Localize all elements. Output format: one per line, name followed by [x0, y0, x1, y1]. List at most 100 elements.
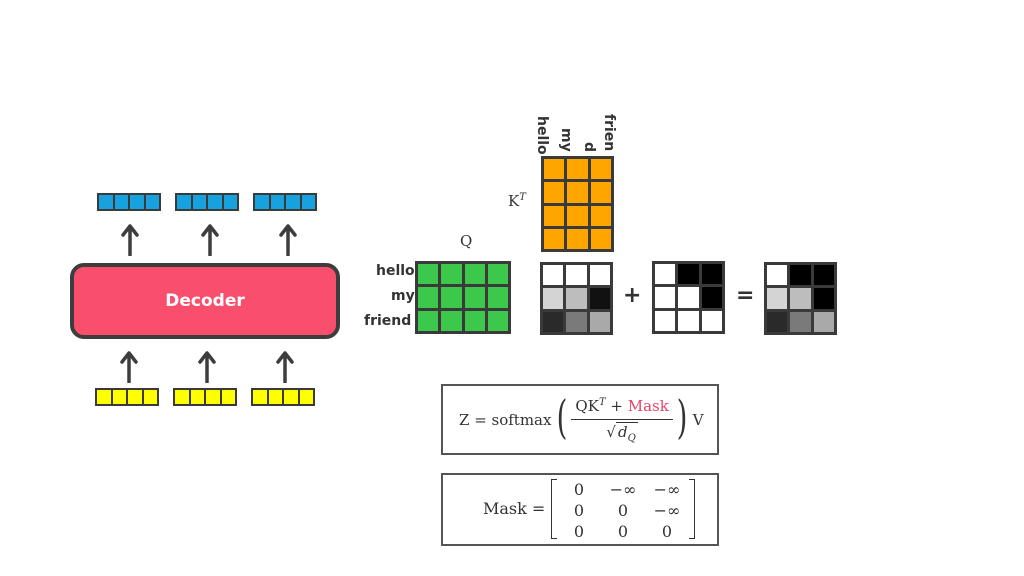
mask-definition-entry: 0: [661, 522, 673, 541]
decoder-label: Decoder: [165, 291, 245, 311]
q-cell: [441, 287, 462, 308]
output-vector-1: [97, 193, 161, 211]
mask-cell: [678, 287, 699, 308]
q-cell: [441, 310, 462, 331]
kt-cell: [590, 182, 611, 203]
q-row-label-my: my: [391, 288, 415, 304]
result-cell: [767, 265, 788, 286]
kt-col-label-hello: hello: [534, 116, 550, 155]
formula-d: d: [617, 422, 628, 441]
kt-cell: [590, 205, 611, 226]
result-cell: [813, 288, 834, 309]
formula-denominator: √dQ: [606, 420, 638, 444]
mask-cell: [701, 310, 722, 331]
formula-d-sub: Q: [627, 432, 636, 444]
kt-cell: [544, 182, 565, 203]
kt-cell: [590, 228, 611, 249]
input-vector-2: [173, 388, 237, 406]
mask-cell: [655, 287, 676, 308]
q-matrix: [415, 261, 511, 334]
mask-definition-entry: 0: [617, 522, 629, 541]
scores-cell: [566, 288, 587, 309]
mask-definition-entry: 0: [573, 480, 585, 499]
arrow-up-icon: [201, 224, 219, 256]
kt-matrix-label: KT: [508, 192, 526, 210]
input-vector-1: [95, 388, 159, 406]
kt-label-base: K: [508, 192, 520, 210]
output-vector-3: [253, 193, 317, 211]
mask-cell: [678, 310, 699, 331]
arrow-up-icon: [279, 224, 297, 256]
q-cell: [487, 310, 508, 331]
arrow-up-icon: [121, 224, 139, 256]
mask-cell: [678, 264, 699, 285]
formula-qk-sup: T: [598, 396, 606, 408]
formula-sqrt: √: [606, 422, 616, 441]
q-cell: [487, 287, 508, 308]
q-row-label-hello: hello: [376, 263, 415, 279]
scores-matrix: [540, 262, 613, 335]
mask-matrix: [652, 261, 725, 334]
q-cell: [464, 310, 485, 331]
mask-definition-entry: 0: [573, 522, 585, 541]
mask-definition-entry: −∞: [609, 480, 637, 499]
kt-cell: [544, 228, 565, 249]
attention-formula: Z = softmax ( QKT + Mask √dQ ) V: [459, 394, 704, 446]
kt-label-sup: T: [519, 192, 526, 203]
kt-col-label-friend: frien: [601, 114, 617, 152]
kt-cell: [544, 205, 565, 226]
scores-cell: [589, 288, 610, 309]
decoder-block: Decoder: [70, 263, 340, 339]
result-cell: [767, 311, 788, 332]
formula-fraction: QKT + Mask √dQ: [571, 396, 673, 444]
mask-definition-entry: −∞: [653, 480, 681, 499]
arrow-up-icon: [198, 351, 216, 383]
mask-cell: [701, 264, 722, 285]
kt-cell: [567, 205, 588, 226]
kt-cell: [567, 228, 588, 249]
result-cell: [813, 311, 834, 332]
attention-formula-box: Z = softmax ( QKT + Mask √dQ ) V: [441, 384, 719, 455]
formula-plus: +: [605, 396, 628, 415]
result-cell: [790, 265, 811, 286]
scores-cell: [589, 265, 610, 286]
result-cell: [767, 288, 788, 309]
input-vector-3: [251, 388, 315, 406]
q-cell: [464, 264, 485, 285]
scores-cell: [543, 265, 564, 286]
mask-cell: [655, 264, 676, 285]
plus-operator: +: [623, 283, 642, 308]
formula-lhs: Z = softmax: [459, 411, 552, 429]
result-cell: [790, 311, 811, 332]
mask-definition-entry: −∞: [653, 501, 681, 520]
q-cell: [418, 287, 439, 308]
formula-qk: QK: [575, 396, 599, 415]
mask-definition-lhs: Mask =: [483, 499, 546, 518]
kt-col-label-my: my: [558, 128, 574, 152]
output-vector-2: [175, 193, 239, 211]
kt-cell: [567, 159, 588, 180]
formula-right-paren: ): [676, 390, 688, 444]
q-cell: [418, 264, 439, 285]
formula-numerator: QKT + Mask: [571, 396, 673, 420]
scores-cell: [589, 311, 610, 332]
scores-cell: [543, 288, 564, 309]
kt-cell: [567, 182, 588, 203]
kt-cell: [544, 159, 565, 180]
formula-mask-term: Mask: [627, 396, 669, 415]
q-cell: [464, 287, 485, 308]
mask-cell: [701, 287, 722, 308]
kt-cell: [590, 159, 611, 180]
result-matrix: [764, 262, 837, 335]
result-cell: [790, 288, 811, 309]
mask-cell: [655, 310, 676, 331]
arrow-up-icon: [120, 351, 138, 383]
kt-matrix: [541, 156, 614, 252]
mask-definition-entry: 0: [573, 501, 585, 520]
scores-cell: [566, 265, 587, 286]
formula-rhs: V: [692, 411, 704, 429]
bracket-right: [689, 479, 695, 539]
